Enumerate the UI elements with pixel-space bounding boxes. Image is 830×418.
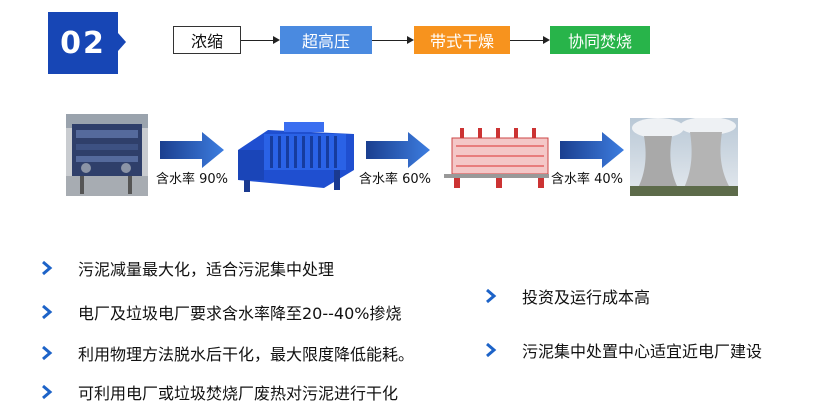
thickener-machine-image xyxy=(66,114,148,196)
point-text: 污泥集中处置中心适宜近电厂建设 xyxy=(522,342,763,361)
list-item: 污泥集中处置中心适宜近电厂建设 xyxy=(484,338,762,362)
flow-arrowhead-3 xyxy=(543,36,550,44)
section-number-badge: 02 xyxy=(48,12,118,74)
flow-connector-3 xyxy=(510,40,543,41)
flow-step-belt-drying: 带式干燥 xyxy=(414,26,510,54)
flow-step-co-incineration: 协同焚烧 xyxy=(550,26,650,54)
belt-dryer-diagram-image xyxy=(440,122,558,192)
flow-step-ultra-high-pressure: 超高压 xyxy=(280,26,372,54)
flow-connector-2 xyxy=(372,40,407,41)
chevron-right-icon xyxy=(486,288,497,304)
chevron-right-icon xyxy=(486,342,497,358)
list-item: 利用物理方法脱水后干化，最大限度降低能耗。 xyxy=(40,341,414,365)
moisture-rate-label-2: 含水率 60% xyxy=(357,168,434,187)
chevron-right-icon xyxy=(42,345,53,361)
flow-step-thickening: 浓缩 xyxy=(173,26,241,54)
power-plant-cooling-towers-image xyxy=(630,118,738,196)
point-text: 污泥减量最大化，适合污泥集中处理 xyxy=(78,260,335,279)
list-item: 电厂及垃圾电厂要求含水率降至20--40%掺烧 xyxy=(40,300,401,324)
list-item: 投资及运行成本高 xyxy=(484,284,650,308)
chevron-right-icon xyxy=(42,260,53,276)
point-text: 可利用电厂或垃圾焚烧厂废热对污泥进行干化 xyxy=(78,384,399,403)
point-text: 利用物理方法脱水后干化，最大限度降低能耗。 xyxy=(78,345,415,364)
point-text: 电厂及垃圾电厂要求含水率降至20--40%掺烧 xyxy=(78,304,402,323)
list-item: 可利用电厂或垃圾焚烧厂废热对污泥进行干化 xyxy=(40,380,398,404)
moisture-rate-label-3: 含水率 40% xyxy=(549,168,626,187)
process-arrow-1 xyxy=(160,132,224,172)
chevron-right-icon xyxy=(42,384,53,400)
process-arrow-3 xyxy=(560,132,624,172)
flow-arrowhead-2 xyxy=(407,36,414,44)
badge-notch xyxy=(118,33,126,51)
point-text: 投资及运行成本高 xyxy=(522,288,651,307)
flow-connector-1 xyxy=(241,40,273,41)
filter-press-image xyxy=(234,120,358,194)
chevron-right-icon xyxy=(42,304,53,320)
process-arrow-2 xyxy=(366,132,430,172)
list-item: 污泥减量最大化，适合污泥集中处理 xyxy=(40,256,334,280)
flow-arrowhead-1 xyxy=(273,36,280,44)
moisture-rate-label-1: 含水率 90% xyxy=(154,168,231,187)
